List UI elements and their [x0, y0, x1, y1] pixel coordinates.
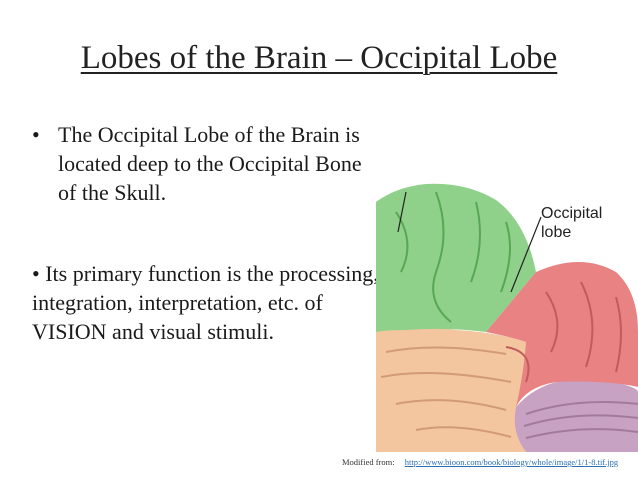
bullet-location-text: The Occipital Lobe of the Brain is locat… [58, 122, 362, 205]
brain-illustration [376, 183, 638, 452]
bullet-location: • The Occipital Lobe of the Brain is loc… [32, 120, 372, 207]
image-credit: Modified from: http://www.bioon.com/book… [342, 457, 618, 467]
bullet-function-text: Its primary function is the processing, … [32, 261, 379, 344]
credit-prefix: Modified from: [342, 457, 395, 467]
label-line-1: Occipital [541, 205, 603, 222]
bullet-marker: • [32, 261, 40, 286]
bullet-marker: • [32, 122, 40, 147]
label-line-2: lobe [541, 224, 572, 241]
occipital-region [486, 262, 638, 407]
occipital-lobe-label: Occipital lobe [541, 204, 602, 242]
bullet-function: • Its primary function is the processing… [32, 259, 382, 346]
temporal-region [376, 326, 526, 452]
credit-link[interactable]: http://www.bioon.com/book/biology/whole/… [404, 457, 619, 467]
parietal-region [376, 183, 536, 332]
slide-title: Lobes of the Brain – Occipital Lobe [80, 40, 558, 76]
